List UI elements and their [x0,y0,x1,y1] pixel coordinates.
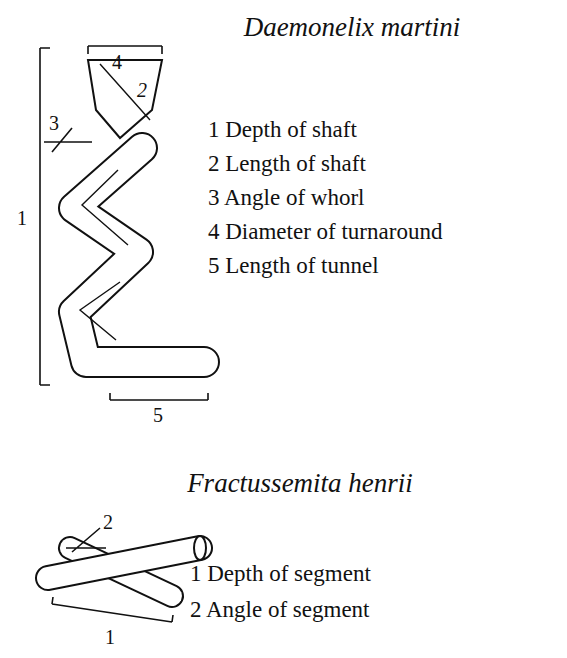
callout-number: 4 [112,52,122,72]
segment-burrow [48,536,206,596]
dimension-brackets [40,46,208,400]
legend-item: 4 Diameter of turnaround [208,220,442,243]
tube-fill [74,148,204,362]
legend-item: 2 Angle of segment [190,598,370,621]
callout-number: 1 [17,208,27,228]
callout-number: 2 [137,80,147,100]
callout-number: 3 [49,113,59,133]
tube-outline [74,148,204,362]
tube-fill [48,548,200,578]
callout-number: 5 [153,405,163,425]
figure-title: Daemonelix martini [244,14,461,41]
callout-number: 1 [105,627,115,647]
legend-item: 1 Depth of segment [190,562,371,585]
tube-outline [48,548,200,578]
segment-brackets [52,528,173,622]
legend-item: 5 Length of tunnel [208,254,379,277]
figure-title: Fractussemita henrii [187,470,413,497]
shaft-line [80,64,150,340]
callout-number: 2 [103,512,113,532]
funnel-symbol [88,60,162,138]
tube-end [194,536,206,560]
legend-item: 2 Length of shaft [208,152,366,175]
legend-item: 1 Depth of shaft [208,118,357,141]
legend-item: 3 Angle of whorl [208,186,365,209]
helix-burrow [74,148,204,362]
